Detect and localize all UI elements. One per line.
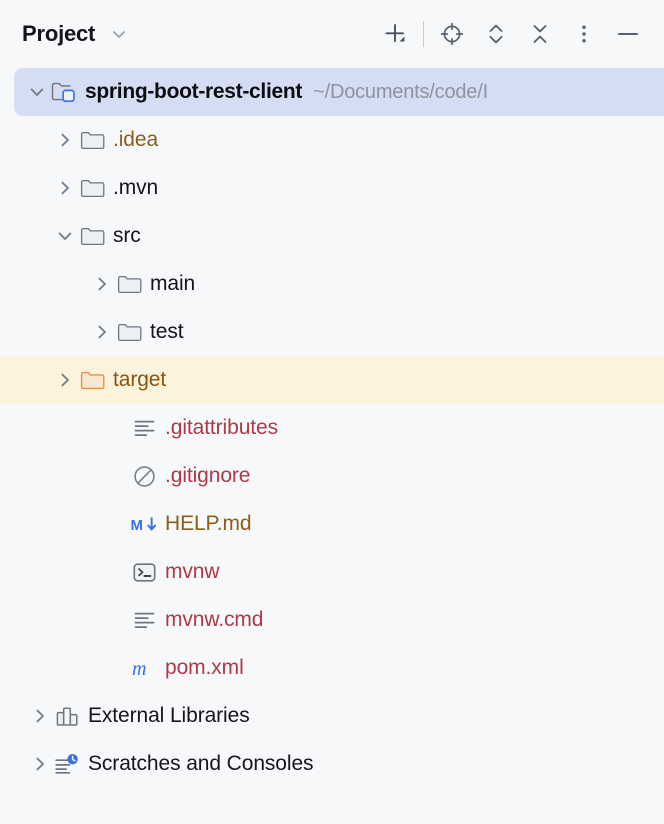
- tree-row-label: test: [150, 320, 184, 343]
- tree-row[interactable]: src: [0, 212, 664, 260]
- chevron-down-icon[interactable]: [52, 223, 78, 249]
- expand-all-button[interactable]: [474, 12, 518, 56]
- maven-file-icon: m: [130, 654, 158, 682]
- shell-script-icon: [130, 558, 158, 586]
- text-file-icon: [130, 606, 158, 634]
- chevron-down-icon[interactable]: [109, 24, 129, 44]
- tree-row-label: HELP.md: [165, 512, 252, 535]
- chevron-right-icon[interactable]: [52, 175, 78, 201]
- svg-text:m: m: [132, 658, 146, 680]
- chevron-right-icon[interactable]: [52, 367, 78, 393]
- tree-row-label: External Libraries: [88, 704, 250, 727]
- tree-row-label: .mvn: [113, 176, 159, 199]
- text-file-icon: [130, 414, 158, 442]
- tree-row-label: mvnw: [165, 560, 220, 583]
- project-tree: spring-boot-rest-client ~/Documents/code/…: [0, 68, 664, 788]
- folder-icon: [78, 222, 106, 250]
- tree-row-label: pom.xml: [165, 656, 244, 679]
- hide-button[interactable]: [606, 12, 650, 56]
- chevron-right-icon[interactable]: [52, 127, 78, 153]
- tree-row[interactable]: External Libraries: [0, 692, 664, 740]
- tree-row[interactable]: .mvn: [0, 164, 664, 212]
- tree-row-label: .gitattributes: [165, 416, 278, 439]
- folder-icon: [115, 270, 143, 298]
- tree-row[interactable]: M HELP.md: [0, 500, 664, 548]
- folder-icon: [78, 174, 106, 202]
- tree-row-label: spring-boot-rest-client: [85, 80, 303, 103]
- tree-row[interactable]: Scratches and Consoles: [0, 740, 664, 788]
- chevron-down-icon[interactable]: [24, 79, 50, 105]
- svg-text:M: M: [130, 517, 142, 534]
- add-new-button[interactable]: [373, 12, 417, 56]
- tree-row[interactable]: test: [0, 308, 664, 356]
- folder-orange-icon: [78, 366, 106, 394]
- chevron-right-icon[interactable]: [89, 319, 115, 345]
- tree-row-label: .gitignore: [165, 464, 251, 487]
- tree-row-label: .idea: [113, 128, 159, 151]
- tree-row-label: Scratches and Consoles: [88, 752, 314, 775]
- tree-row-label: src: [113, 224, 141, 247]
- tree-row-label: mvnw.cmd: [165, 608, 264, 631]
- tree-row[interactable]: m pom.xml: [0, 644, 664, 692]
- tree-row[interactable]: spring-boot-rest-client ~/Documents/code/…: [14, 68, 664, 116]
- tree-row-label: target: [113, 368, 167, 391]
- tool-window-header: Project: [0, 0, 664, 68]
- tree-row[interactable]: .idea: [0, 116, 664, 164]
- chevron-right-icon[interactable]: [27, 751, 53, 777]
- chevron-right-icon[interactable]: [27, 703, 53, 729]
- tree-row[interactable]: main: [0, 260, 664, 308]
- select-opened-file-button[interactable]: [430, 12, 474, 56]
- project-path-hint: ~/Documents/code/I: [313, 80, 488, 103]
- page-title: Project: [22, 21, 96, 46]
- chevron-right-icon[interactable]: [89, 271, 115, 297]
- toolbar-divider: [423, 21, 424, 47]
- collapse-all-button[interactable]: [518, 12, 562, 56]
- folder-icon: [115, 318, 143, 346]
- markdown-file-icon: M: [130, 510, 158, 538]
- libraries-icon: [53, 702, 81, 730]
- folder-icon: [78, 126, 106, 154]
- project-module-folder-icon: [50, 78, 78, 106]
- toolbar-actions: [373, 12, 650, 56]
- tree-row[interactable]: target: [0, 356, 664, 404]
- tree-row[interactable]: .gitattributes: [0, 404, 664, 452]
- tree-row[interactable]: mvnw.cmd: [0, 596, 664, 644]
- scratches-icon: [53, 750, 81, 778]
- more-options-button[interactable]: [562, 12, 606, 56]
- tree-row-label: main: [150, 272, 196, 295]
- ignored-file-icon: [130, 462, 158, 490]
- tree-row[interactable]: mvnw: [0, 548, 664, 596]
- tree-row[interactable]: .gitignore: [0, 452, 664, 500]
